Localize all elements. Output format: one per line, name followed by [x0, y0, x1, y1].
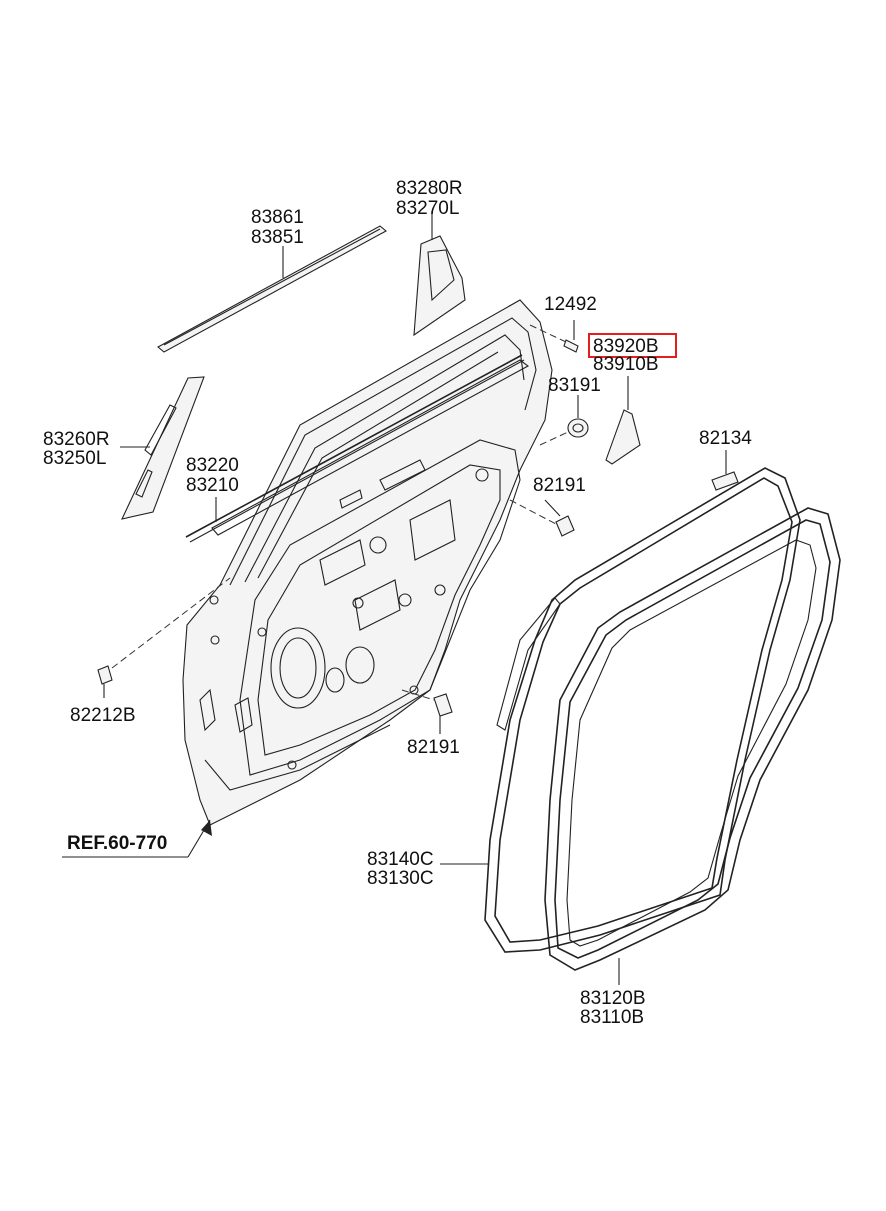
- frame-garnish-83280R[interactable]: [413, 212, 466, 337]
- weatherstrip-83140C[interactable]: [440, 467, 801, 953]
- sash-garnish-83260R[interactable]: [120, 376, 205, 520]
- label-83280R: 83280R: [396, 178, 463, 199]
- label-83210: 83210: [186, 475, 239, 496]
- weatherstrip-83220[interactable]: [185, 354, 525, 543]
- label-12492: 12492: [544, 294, 597, 315]
- grommet-83191[interactable]: [539, 395, 589, 446]
- label-83260R: 83260R: [43, 429, 110, 450]
- screw-12492[interactable]: [529, 320, 579, 353]
- label-82191-lower: 82191: [407, 737, 460, 758]
- clip-82134[interactable]: [711, 450, 739, 491]
- bumper-82191-upper[interactable]: [509, 499, 575, 537]
- label-83250L: 83250L: [43, 448, 106, 469]
- ref-label[interactable]: REF.60-770: [67, 833, 167, 854]
- label-83110B: 83110B: [580, 1007, 644, 1028]
- label-82212B: 82212B: [70, 705, 136, 726]
- bumper-82191-lower[interactable]: [401, 689, 453, 734]
- cover-83920B[interactable]: [605, 376, 641, 465]
- ref-arrow: [62, 819, 212, 858]
- label-83920B[interactable]: 83920B: [593, 336, 659, 357]
- label-83140C: 83140C: [367, 849, 434, 870]
- label-83120B: 83120B: [580, 988, 646, 1009]
- belt-moulding-83861[interactable]: [157, 225, 387, 353]
- label-83220: 83220: [186, 455, 239, 476]
- label-83270L: 83270L: [396, 198, 459, 219]
- label-83861: 83861: [251, 207, 304, 228]
- weatherstrip-83120B[interactable]: [544, 507, 841, 985]
- label-83851: 83851: [251, 227, 304, 248]
- highlight-box-83920B: [588, 333, 677, 358]
- label-82134: 82134: [699, 428, 752, 449]
- label-82191-upper: 82191: [533, 475, 586, 496]
- door-panel[interactable]: [182, 299, 553, 826]
- label-83191: 83191: [548, 375, 601, 396]
- label-83130C: 83130C: [367, 868, 434, 889]
- label-83910B: 83910B: [593, 354, 659, 375]
- clip-82212B[interactable]: [97, 577, 231, 698]
